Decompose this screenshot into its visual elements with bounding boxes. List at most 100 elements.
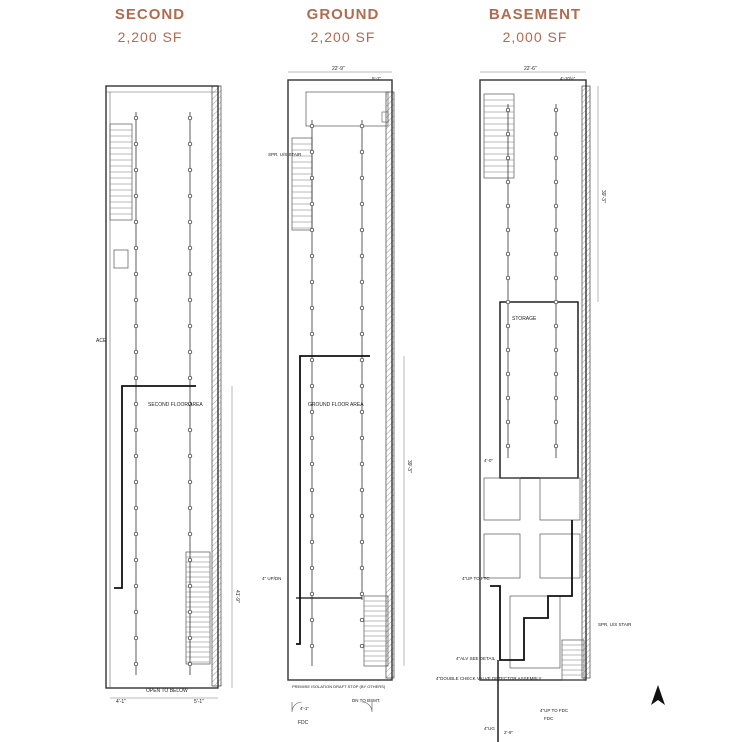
sprinkler-head	[359, 305, 365, 311]
sprinkler-head	[309, 513, 315, 519]
sprinkler-head	[553, 347, 559, 353]
sprinkler-head	[553, 251, 559, 257]
floor-heading-second: SECOND 2,200 SF	[70, 6, 230, 45]
basement-stair-treads-bottom	[562, 644, 584, 676]
basement-up-ftc-label: 4"UP TO FTC	[462, 576, 490, 581]
sprinkler-head	[505, 395, 511, 401]
basement-restroom-4	[539, 533, 581, 579]
sprinkler-head	[309, 409, 315, 415]
sprinkler-head	[133, 557, 139, 563]
sprinkler-head	[187, 349, 193, 355]
sprinkler-head	[359, 513, 365, 519]
sprinkler-head	[309, 435, 315, 441]
sprinkler-head	[133, 427, 139, 433]
ground-bottom-dim: 4'-1"	[300, 706, 309, 711]
ground-stair-treads-top	[292, 143, 312, 229]
sprinkler-head	[187, 557, 193, 563]
sprinkler-head	[553, 227, 559, 233]
sprinkler-head	[359, 227, 365, 233]
second-floor-area-label: SECOND FLOOR AREA	[148, 402, 203, 408]
plan-basement: 22'-6" 4'-10½" STORAGE 4"UP TO FTC SPR. …	[436, 66, 632, 742]
sprinkler-head	[309, 175, 315, 181]
sprinkler-head	[359, 539, 365, 545]
basement-mech-room	[509, 595, 561, 669]
sprinkler-head	[553, 443, 559, 449]
sprinkler-head	[505, 419, 511, 425]
sprinkler-head	[505, 131, 511, 137]
sprinkler-head	[133, 297, 139, 303]
floor-name: BASEMENT	[488, 6, 582, 23]
sprinkler-head	[309, 487, 315, 493]
floor-heading-ground: GROUND 2,200 SF	[263, 6, 423, 45]
ace-label: ACE	[96, 338, 107, 344]
ground-stair-treads-bottom	[364, 600, 388, 662]
sprinkler-head	[309, 617, 315, 623]
ground-stair-dim-label: 5'-1"	[372, 76, 381, 81]
sprinkler-head	[359, 435, 365, 441]
sprinkler-head	[187, 479, 193, 485]
ground-door	[291, 701, 303, 713]
sprinkler-head	[505, 323, 511, 329]
sprinkler-head	[505, 347, 511, 353]
ground-toilet	[381, 111, 389, 123]
sprinkler-head	[553, 131, 559, 137]
sprinkler-head	[359, 617, 365, 623]
sprinkler-head	[359, 461, 365, 467]
basement-bottom-label: 2'-9"	[504, 730, 513, 735]
sprinkler-head	[187, 427, 193, 433]
ground-door-2	[361, 701, 373, 713]
ug-label: 4"UG	[484, 726, 495, 731]
second-length-label: 41'-9"	[234, 590, 240, 603]
sprinkler-head	[309, 383, 315, 389]
sprinkler-head	[187, 323, 193, 329]
ground-main-pipe	[296, 355, 370, 645]
basement-main-pipe	[490, 520, 573, 661]
basement-stair-treads	[484, 99, 514, 173]
sprinkler-head	[133, 401, 139, 407]
sprinkler-head	[187, 635, 193, 641]
sprinkler-head	[133, 531, 139, 537]
sprinkler-head	[553, 323, 559, 329]
sprinkler-head	[359, 591, 365, 597]
sprinkler-head	[309, 357, 315, 363]
sprinkler-head	[133, 453, 139, 459]
double-check-label: 4"DOUBLE CHECK VALVE DETECTOR ASSEMBLY	[436, 676, 542, 681]
sprinkler-head	[505, 443, 511, 449]
sprinkler-head	[505, 251, 511, 257]
sprinkler-head	[133, 635, 139, 641]
ground-spr-stair-label: SPR. U/S STAIR	[268, 152, 302, 157]
sprinkler-head	[187, 505, 193, 511]
sprinkler-head	[553, 299, 559, 305]
basement-spr-stair-label: SPR. U/S STAIR	[598, 622, 632, 627]
up-to-fdc-label: 4"UP TO FDC	[540, 708, 569, 713]
sprinkler-head	[553, 155, 559, 161]
sprinkler-head	[133, 245, 139, 251]
sprinkler-head	[359, 175, 365, 181]
sprinkler-head	[359, 643, 365, 649]
basement-side-label: 4'-0"	[484, 458, 493, 463]
sprinkler-head	[133, 271, 139, 277]
sprinkler-head	[133, 141, 139, 147]
sprinkler-head	[359, 123, 365, 129]
sprinkler-head	[359, 253, 365, 259]
sprinkler-head	[505, 107, 511, 113]
basement-stair-dim-label: 4'-10½"	[560, 75, 576, 81]
plan-ground: 22'-9" 5'-1" GROUND FLOOR AREA SPR. U/S …	[262, 66, 412, 726]
sprinkler-head	[309, 253, 315, 259]
sprinkler-head	[309, 305, 315, 311]
sprinkler-head	[309, 539, 315, 545]
basement-length-label: 39'-3"	[600, 190, 606, 203]
sprinkler-head	[187, 219, 193, 225]
sprinkler-head	[309, 331, 315, 337]
basement-outline	[479, 79, 587, 681]
sprinkler-head	[553, 107, 559, 113]
sprinkler-head	[505, 227, 511, 233]
second-main-pipe	[114, 385, 196, 589]
ground-length-label: 39'-3"	[406, 460, 412, 473]
sprinkler-head	[553, 419, 559, 425]
sprinkler-head	[187, 661, 193, 667]
sprinkler-head	[133, 193, 139, 199]
sprinkler-head	[359, 487, 365, 493]
sprinkler-head	[133, 349, 139, 355]
sprinkler-head	[505, 179, 511, 185]
